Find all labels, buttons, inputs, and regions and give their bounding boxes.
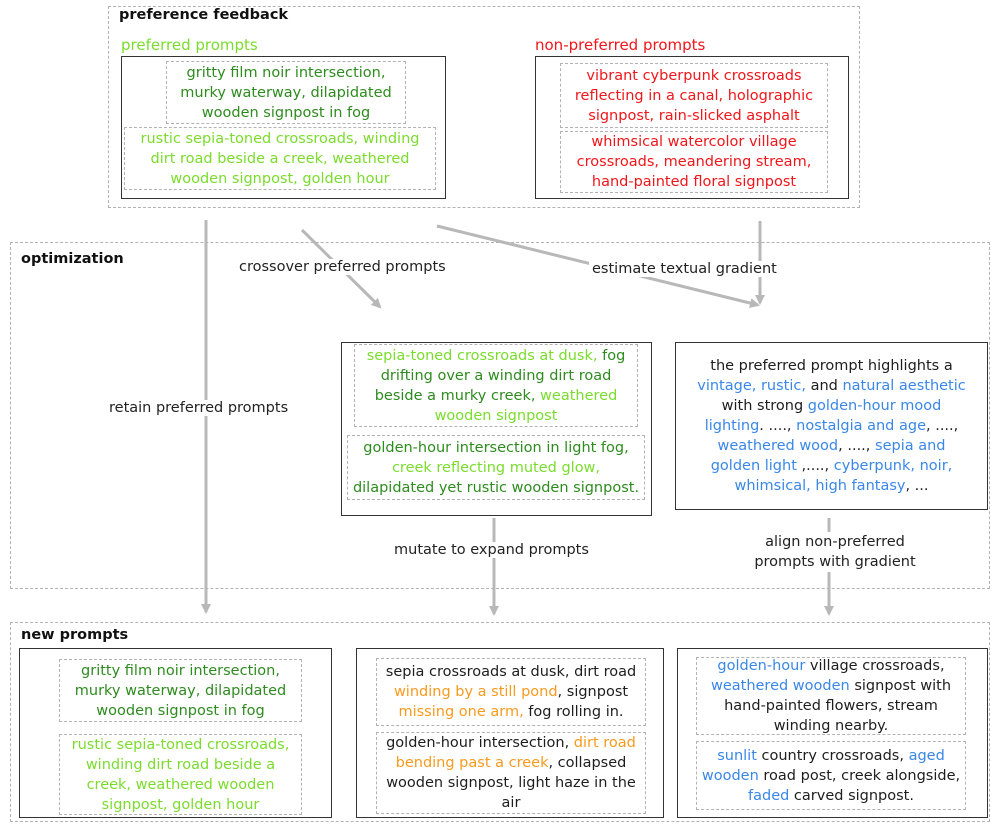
preference-feedback-title: preference feedback [119,7,289,23]
gradient-label: estimate textual gradient [589,261,780,277]
textual-gradient-text: the preferred prompt highlights a vintag… [676,356,987,496]
aligned-prompt-1: golden-hour village crossroads, weathere… [696,657,966,735]
text-segment: gritty film noir intersection, murky wat… [74,662,287,719]
preferred-prompts-label: preferred prompts [121,36,258,54]
retained-prompts-box [19,648,332,818]
mutated-prompt-2-text: golden-hour intersection, dirt road bend… [377,733,645,813]
retained-prompt-1-text: gritty film noir intersection, murky wat… [60,661,301,721]
text-segment: sepia-toned crossroads at dusk, [366,347,598,364]
text-segment: sepia and golden light [710,438,946,474]
retained-prompt-1: gritty film noir intersection, murky wat… [59,659,302,722]
mutate-label: mutate to expand prompts [391,542,592,558]
crossover-prompt-1: sepia-toned crossroads at dusk, fog drif… [354,344,638,427]
text-segment: weathered wooden signpost [434,387,618,424]
text-segment: , ...., [926,418,959,434]
aligned-prompt-2-text: sunlit country crossroads, aged wooden r… [697,746,965,806]
mutated-prompt-1-text: sepia crossroads at dusk, dirt road wind… [377,662,645,722]
text-segment: village crossroads, [805,658,945,674]
text-segment: golden-hour [717,658,806,674]
text-segment: and [805,378,843,394]
crossover-prompts-box [341,342,652,516]
text-segment: road post, creek alongside, [758,767,961,784]
text-segment: sepia crossroads at dusk, dirt road [385,664,637,680]
text-segment: natural aesthetic [842,378,966,394]
preferred-prompt-1-text: gritty film noir intersection, murky wat… [180,64,392,121]
textual-gradient-box: the preferred prompt highlights a vintag… [675,342,988,510]
text-segment: with strong [721,398,808,414]
text-segment: winding by a still pond [393,684,558,700]
retained-prompt-2: rustic sepia-toned crossroads, winding d… [59,734,302,815]
retained-prompt-2-text: rustic sepia-toned crossroads, winding d… [60,735,301,815]
new-prompts-section [10,622,990,822]
optimization-title: optimization [21,251,124,267]
text-segment: golden-hour mood lighting [704,398,942,434]
crossover-prompt-2: golden-hour intersection in light fog, c… [347,435,645,500]
text-segment: creek reflecting muted glow, [391,459,601,476]
text-segment: the preferred prompt highlights a [710,358,953,374]
preference-feedback-section [108,6,860,208]
text-segment: missing one arm, [398,704,524,720]
text-segment: weathered wooden [710,678,850,694]
text-segment: dirt road bending past a creek [395,735,636,771]
new-prompts-title: new prompts [21,627,129,643]
text-segment: , collapsed wooden signpost, light haze … [386,755,636,811]
text-segment: carved signpost. [789,787,914,804]
text-segment: nostalgia and age [796,418,926,434]
text-segment: , ...., [838,438,876,454]
preferred-prompt-2: rustic sepia-toned crossroads, winding d… [124,127,436,190]
optimization-section [10,242,990,589]
crossover-label: crossover preferred prompts [236,259,449,275]
crossover-prompt-1-text: sepia-toned crossroads at dusk, fog drif… [355,346,637,426]
text-segment: , ... [905,478,929,494]
text-segment: golden-hour intersection, [386,735,574,751]
text-segment: golden-hour intersection in light fog, [363,439,629,456]
mutated-prompt-1: sepia crossroads at dusk, dirt road wind… [376,658,646,726]
text-segment: rustic sepia-toned crossroads, winding d… [71,736,290,813]
text-segment: dilapidated yet rustic wooden signpost. [352,479,640,496]
non-preferred-prompt-1: vibrant cyberpunk crossroads reflecting … [560,63,828,128]
preferred-prompt-1: gritty film noir intersection, murky wat… [166,61,406,124]
non-preferred-prompt-2: whimsical watercolor village crossroads,… [560,131,828,193]
aligned-prompt-1-text: golden-hour village crossroads, weathere… [697,656,965,736]
text-segment: country crossroads, [756,747,909,764]
text-segment: sunlit [717,747,757,764]
text-segment: ,...., [796,458,834,474]
text-segment: , signpost [557,684,629,700]
text-segment: fog drifting over a winding dirt road be… [374,347,626,404]
preferred-prompt-2-text: rustic sepia-toned crossroads, winding d… [140,130,420,187]
text-segment: cyberpunk, noir, whimsical, high fantasy [734,458,953,494]
aligned-prompts-box [677,648,988,818]
mutated-prompt-2: golden-hour intersection, dirt road bend… [376,732,646,814]
crossover-prompt-2-text: golden-hour intersection in light fog, c… [348,438,644,498]
non-preferred-prompts-label: non-preferred prompts [535,36,706,54]
non-preferred-prompt-1-text: vibrant cyberpunk crossroads reflecting … [574,67,814,124]
align-label: align non-preferred prompts with gradien… [748,532,922,572]
text-segment: faded [748,787,790,804]
retain-label: retain preferred prompts [106,400,292,416]
aligned-prompt-2: sunlit country crossroads, aged wooden r… [696,741,966,810]
text-segment: fog rolling in. [523,704,624,720]
non-preferred-prompt-2-text: whimsical watercolor village crossroads,… [576,134,812,190]
text-segment: signpost with hand-painted flowers, stre… [724,678,952,734]
text-segment: aged wooden [701,747,945,784]
mutated-prompts-box [356,648,664,818]
text-segment: weathered wood [717,438,839,454]
text-segment: . ...., [759,418,797,434]
text-segment: vintage, rustic, [697,378,806,394]
